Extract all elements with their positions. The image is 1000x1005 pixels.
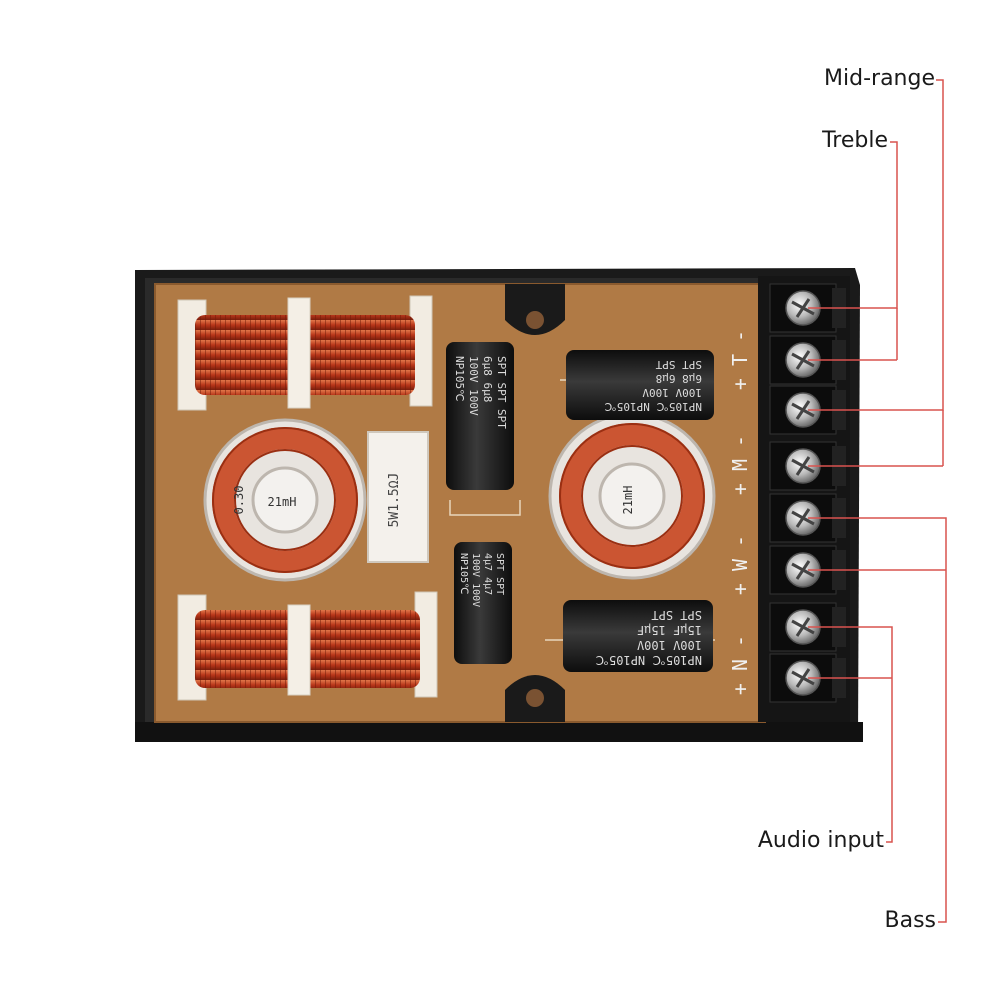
terminal-label-treble: + T -	[728, 330, 752, 390]
leader-lines	[808, 79, 947, 923]
mounting-hole-bottom	[505, 675, 565, 722]
svg-text:SPT SPT 4μ7 4μ7 10: SPT SPT 4μ7 4μ7 100V 100V NP105℃	[458, 553, 505, 613]
cap-b-line-3: 100V 100V	[470, 553, 481, 607]
cap-d-line-1: NP105℃ NP105℃	[596, 653, 702, 667]
terminal-block: + T - + M - + W - + N -	[728, 276, 850, 722]
cap-c-line-3: 6μ8 6μ8	[656, 372, 702, 385]
leader-bass	[808, 517, 947, 923]
cap-b-line-1: SPT SPT	[494, 553, 505, 595]
inductor-bottom-left	[177, 591, 438, 701]
terminal-label-woofer: + W -	[728, 535, 752, 595]
svg-text:NP105℃ NP105℃ 100V 100V: NP105℃ NP105℃ 100V 100V 15μF 15μF SPT SP…	[588, 608, 702, 667]
callout-audio-input: Audio input	[757, 828, 884, 853]
cap-a-line-4: NP105℃	[453, 356, 466, 401]
screw-terminal	[769, 385, 846, 435]
cap-a-line-3: 100V 100V	[467, 356, 480, 416]
cap-d-line-4: SPT SPT	[651, 608, 702, 622]
inductor-top-left	[177, 295, 433, 411]
svg-text:SPT SPT SPT 6μ8 6μ8: SPT SPT SPT 6μ8 6μ8 100V 100V NP105℃	[453, 356, 508, 435]
resistor: 5W1.5ΩJ	[367, 431, 429, 563]
mounting-hole-top	[505, 284, 565, 335]
cap-b-line-4: NP105℃	[458, 553, 469, 594]
leader-mid-range	[808, 79, 944, 411]
screw-terminal	[769, 602, 846, 652]
cap-a-line-2: 6μ8 6μ8	[481, 356, 494, 402]
cap-c-line-2: 100V 100V	[642, 386, 702, 399]
leader-audio-input	[808, 626, 893, 843]
capacitor-b: SPT SPT 4μ7 4μ7 100V 100V NP105℃	[454, 542, 512, 664]
resistor-label: 5W1.5ΩJ	[387, 473, 402, 528]
inductor-left-value: 21mH	[268, 495, 297, 509]
callout-mid-range: Mid-range	[824, 66, 935, 91]
air-core-inductor-left: 21mH 0.30	[203, 418, 367, 582]
cap-a-line-1: SPT SPT SPT	[495, 356, 508, 429]
inductor-left-code: 0.30	[232, 486, 246, 515]
callout-treble: Treble	[822, 128, 888, 153]
terminal-label-mid: + M -	[728, 435, 752, 495]
inductor-right-value: 21mH	[621, 486, 635, 515]
cap-d-line-2: 100V 100V	[637, 638, 702, 652]
callout-bass: Bass	[884, 908, 937, 933]
capacitor-c: NP105℃ NP105℃ 100V 100V 6μ8 6μ8 SPT SPT	[566, 350, 714, 420]
cap-c-line-4: SPT SPT	[655, 358, 702, 371]
svg-text:NP105℃ NP105℃ 100V 100V: NP105℃ NP105℃ 100V 100V 6μ8 6μ8 SPT SPT	[598, 358, 702, 413]
leader-treble	[808, 141, 898, 309]
air-core-inductor-right: 21mH	[548, 412, 716, 580]
capacitor-a: SPT SPT SPT 6μ8 6μ8 100V 100V NP105℃	[446, 342, 514, 490]
cap-b-line-2: 4μ7 4μ7	[482, 553, 493, 595]
cap-d-line-3: 15μF 15μF	[637, 623, 702, 637]
cap-c-line-1: NP105℃ NP105℃	[604, 400, 702, 413]
capacitor-d: NP105℃ NP105℃ 100V 100V 15μF 15μF SPT SP…	[563, 600, 713, 672]
terminal-label-input: + N -	[728, 635, 752, 695]
